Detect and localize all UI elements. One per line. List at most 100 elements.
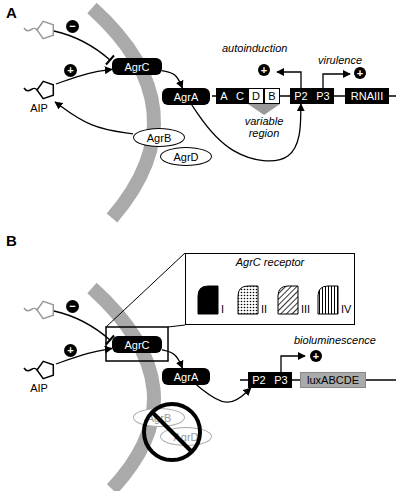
sign-circle: − [66, 300, 79, 313]
promoter-box: P3 [270, 372, 292, 388]
zoom-line [168, 325, 185, 327]
protein-box: AgrC [112, 336, 162, 353]
signal-arrow [56, 69, 112, 84]
peptide-pentagon-shape [37, 81, 53, 98]
node-text: AgrD [173, 151, 198, 163]
protein-ellipse: AgrD [160, 427, 212, 446]
signal-arrow [162, 350, 182, 368]
node-text: − [69, 301, 75, 312]
node-text: B [268, 90, 275, 102]
sign-circle: + [64, 64, 77, 77]
signal-arrow [162, 71, 182, 88]
promoter-arrow [277, 72, 301, 88]
signal-arrow [192, 104, 301, 161]
peptide-tail [24, 308, 37, 311]
node-text: C [236, 90, 244, 102]
cell-membrane [92, 288, 154, 489]
sign-circle: + [258, 64, 270, 76]
node-text: RNAIII [351, 90, 383, 102]
receptor-symbol [238, 286, 258, 314]
receptor-numeral: IV [341, 303, 351, 315]
sign-circle: + [64, 344, 77, 357]
connector-layer [55, 69, 301, 402]
signal-arrow [197, 385, 251, 402]
region-label: variable region [240, 115, 288, 139]
protein-ellipse: AgrD [160, 147, 212, 166]
sign-circle: + [354, 67, 366, 79]
peptide-pentagon [37, 21, 53, 38]
protein-box: AgrA [162, 368, 210, 385]
node-text: AgrC [124, 339, 149, 351]
node-text: P3 [316, 90, 329, 102]
node-text: + [313, 351, 319, 362]
pentagon-outline [22, 78, 56, 102]
node-text: − [69, 21, 75, 32]
node-text: AgrC receptor [236, 256, 304, 268]
inhibition-line [54, 31, 110, 60]
node-text: AIP [22, 102, 56, 114]
inhibitor-peptide [24, 301, 53, 318]
node-text: AIP [22, 382, 56, 394]
node-text: luxABCDE [307, 374, 359, 386]
promoter-box: P2 [290, 88, 312, 104]
node-text: + [67, 345, 73, 356]
receptor-numeral: I [221, 303, 224, 315]
gene-box: B [264, 88, 280, 104]
node-text: AgrB [147, 412, 171, 424]
node-text: AgrB [147, 132, 171, 144]
callout-box: AgrC receptor [185, 253, 355, 325]
peptide-pentagon-shape [37, 361, 53, 378]
gene-box: D [248, 88, 264, 104]
peptide-pentagon: AIP [22, 358, 56, 382]
node-text: P3 [274, 374, 287, 386]
node-text: + [357, 68, 363, 79]
node-text: D [252, 90, 260, 102]
annotation: autoinduction [222, 42, 287, 54]
reporter-box: luxABCDE [300, 372, 366, 388]
node-text: + [261, 65, 267, 76]
protein-ellipse: AgrB [133, 128, 185, 147]
signal-arrow [55, 102, 133, 134]
promoter-arrow [281, 356, 305, 372]
protein-box: AgrC [112, 58, 162, 75]
node-text: AgrC [124, 61, 149, 73]
annotation: virulence [318, 54, 362, 66]
cell-membrane [92, 8, 154, 218]
receptor-numeral: III [301, 303, 310, 315]
promoter-box: P2 [248, 372, 270, 388]
receptor-symbol [318, 286, 338, 314]
receptor-symbol [198, 286, 218, 314]
annotation: bioluminescence [294, 334, 376, 346]
highlight-square [106, 327, 168, 361]
zoom-line [106, 253, 185, 327]
deletion-slash [152, 412, 192, 452]
pentagon-outline [22, 358, 56, 382]
panel-letter: A [6, 4, 17, 21]
peptide-pentagon: AIP [22, 78, 56, 102]
promoter-arrow [323, 74, 350, 88]
panel-letter: B [6, 232, 17, 249]
receptor-symbol [278, 286, 298, 314]
sign-circle: + [310, 350, 322, 362]
promoter-box: P3 [312, 88, 334, 104]
node-text: AgrA [174, 91, 198, 103]
peptide-tail [24, 368, 37, 371]
node-text: + [67, 65, 73, 76]
protein-box: AgrA [162, 88, 210, 105]
inhibition-line [54, 311, 110, 340]
gene-box: C [232, 88, 248, 104]
peptide-tail [24, 88, 37, 91]
gene-box: RNAIII [345, 88, 389, 104]
signal-arrow [56, 348, 112, 364]
gene-box: A [216, 88, 232, 104]
node-text: P2 [252, 374, 265, 386]
sign-circle: − [66, 20, 79, 33]
peptide-tail [24, 28, 37, 31]
node-text: AgrD [173, 431, 198, 443]
deletion-symbol [144, 404, 200, 460]
node-text: AgrA [174, 371, 198, 383]
receptor-numeral: II [261, 303, 267, 315]
